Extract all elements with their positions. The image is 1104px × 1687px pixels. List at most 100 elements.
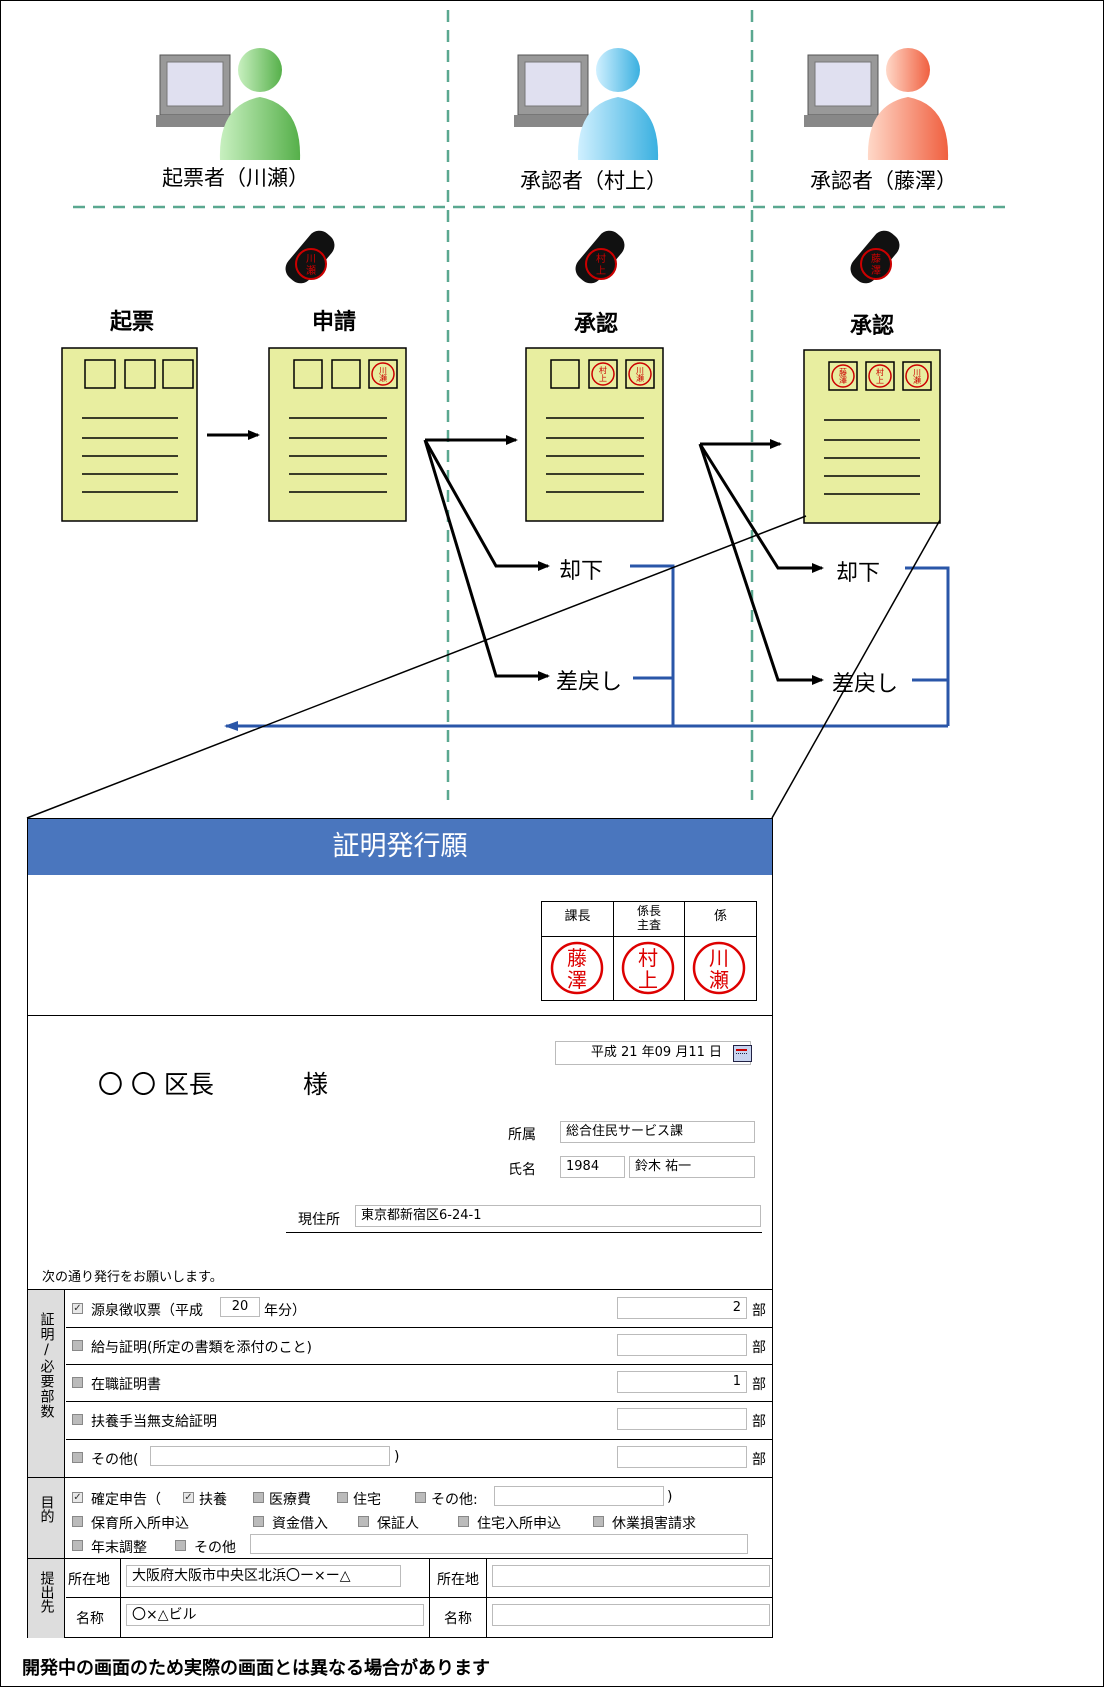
address-label: 現住所 bbox=[298, 1212, 340, 1228]
cert-checkbox-salary[interactable] bbox=[72, 1340, 83, 1351]
approval-table: 課長 係長 主査 係 藤澤 村上 川瀬 bbox=[541, 901, 757, 1001]
cert-unit-withholding: 部 bbox=[752, 1303, 766, 1319]
dest-name-field-2[interactable] bbox=[492, 1604, 770, 1626]
cert-count-other[interactable] bbox=[617, 1446, 747, 1468]
section-certs-label: 証明/必要部数 bbox=[28, 1290, 65, 1477]
svg-text:上: 上 bbox=[599, 374, 607, 383]
svg-text:村: 村 bbox=[596, 252, 606, 265]
purpose-checkbox-other1[interactable] bbox=[415, 1492, 426, 1503]
purpose-label-other2: その他 bbox=[194, 1540, 236, 1556]
svg-text:澤: 澤 bbox=[567, 968, 587, 992]
cert-checkbox-dependent[interactable] bbox=[72, 1414, 83, 1425]
calendar-icon[interactable] bbox=[733, 1045, 752, 1062]
purpose-checkbox-damage[interactable] bbox=[593, 1516, 604, 1527]
affiliation-field[interactable]: 総合住民サービス課 bbox=[560, 1121, 755, 1143]
purpose-other2-field[interactable] bbox=[250, 1534, 748, 1554]
approval-header-staff: 係 bbox=[713, 909, 727, 924]
cert-count-salary[interactable] bbox=[617, 1334, 747, 1356]
purpose-checkbox-medical[interactable] bbox=[253, 1492, 264, 1503]
svg-text:村: 村 bbox=[638, 946, 658, 970]
dest-name-field[interactable]: 〇×△ビル bbox=[126, 1604, 424, 1626]
certificate-request-form: 証明発行願 課長 係長 主査 係 藤澤 村上 川瀬 平成 21 年09 月1 bbox=[27, 818, 773, 1638]
document-application bbox=[268, 347, 407, 522]
purpose-label-nursery: 保育所入所申込 bbox=[91, 1516, 189, 1532]
cert-label-employment: 在職証明書 bbox=[91, 1377, 161, 1393]
purpose-label-housing: 住宅 bbox=[353, 1492, 381, 1508]
step-label-apply: 申請 bbox=[312, 310, 357, 335]
svg-text:川: 川 bbox=[379, 366, 387, 375]
purpose-close-paren: ) bbox=[667, 1489, 673, 1505]
purpose-checkbox-nursery[interactable] bbox=[72, 1516, 83, 1527]
cert-label-salary: 給与証明(所定の書類を添付のこと) bbox=[91, 1340, 312, 1356]
outcome-return-1: 差戻し bbox=[556, 670, 623, 695]
purpose-checkbox-guarantor[interactable] bbox=[358, 1516, 369, 1527]
role-label-kawase: 起票者（川瀬） bbox=[162, 166, 309, 190]
document-approval-2 bbox=[803, 349, 941, 524]
cert-label-other: その他( bbox=[91, 1452, 139, 1468]
cert-unit-dependent: 部 bbox=[752, 1414, 766, 1430]
cert-unit-other: 部 bbox=[752, 1452, 766, 1468]
dest-location-field[interactable]: 大阪府大阪市中央区北浜〇ー×ー△ bbox=[126, 1565, 401, 1587]
svg-text:瀬: 瀬 bbox=[636, 373, 644, 383]
purpose-checkbox-dependent[interactable]: ✓ bbox=[183, 1492, 194, 1503]
cert-label-other-close: ) bbox=[394, 1449, 400, 1465]
stamp-kawase-bottom: 瀬 bbox=[306, 265, 316, 277]
request-text: 次の通り発行をお願いします。 bbox=[42, 1270, 223, 1285]
svg-text:川: 川 bbox=[636, 366, 644, 375]
address-field[interactable]: 東京都新宿区6-24-1 bbox=[355, 1205, 761, 1227]
dest-location-field-2[interactable] bbox=[492, 1565, 770, 1587]
cert-checkbox-other[interactable] bbox=[72, 1452, 83, 1463]
cert-count-employment[interactable]: 1 bbox=[617, 1371, 747, 1393]
svg-text:村: 村 bbox=[599, 365, 607, 375]
cert-checkbox-employment[interactable] bbox=[72, 1377, 83, 1388]
cert-unit-salary: 部 bbox=[752, 1340, 766, 1356]
user-icon-kawase bbox=[156, 48, 301, 160]
cert-count-withholding[interactable]: 2 bbox=[617, 1297, 747, 1319]
purpose-label-damage: 休業損害請求 bbox=[612, 1516, 696, 1532]
purpose-checkbox-year-end[interactable] bbox=[72, 1540, 83, 1551]
form-title: 証明発行願 bbox=[28, 819, 772, 875]
name-label: 氏名 bbox=[508, 1162, 536, 1178]
purpose-label-other1: その他: bbox=[431, 1492, 478, 1508]
purpose-label-housing-entry: 住宅入所申込 bbox=[477, 1516, 561, 1532]
purpose-checkbox-tax-return[interactable]: ✓ bbox=[72, 1492, 83, 1503]
hanko-icon-fujisawa: 藤 澤 bbox=[850, 230, 900, 284]
purpose-other1-field[interactable] bbox=[494, 1486, 664, 1506]
date-field[interactable]: 平成 21 年09 月11 日 bbox=[555, 1041, 751, 1065]
name-id-field[interactable]: 1984 bbox=[560, 1156, 625, 1178]
svg-text:澤: 澤 bbox=[839, 375, 847, 385]
document-draft bbox=[61, 347, 198, 522]
dest-location-label: 所在地 bbox=[68, 1572, 110, 1588]
cert-year-field[interactable]: 20 bbox=[220, 1297, 260, 1317]
svg-text:上: 上 bbox=[596, 265, 606, 277]
stamp-kawase-top: 川 bbox=[306, 254, 316, 265]
purpose-checkbox-housing[interactable] bbox=[337, 1492, 348, 1503]
dest-name-label-2: 名称 bbox=[444, 1611, 472, 1627]
cert-other-field[interactable] bbox=[150, 1446, 390, 1466]
purpose-checkbox-loan[interactable] bbox=[253, 1516, 264, 1527]
svg-text:村: 村 bbox=[876, 367, 884, 377]
section-destination-label: 提出先 bbox=[28, 1559, 65, 1638]
purpose-label-guarantor: 保証人 bbox=[377, 1516, 419, 1532]
name-field[interactable]: 鈴木 祐一 bbox=[629, 1156, 755, 1178]
svg-text:澤: 澤 bbox=[871, 265, 881, 277]
approval-header-section-chief: 課長 bbox=[564, 909, 591, 924]
cert-label-withholding: 源泉徴収票（平成 bbox=[91, 1303, 203, 1319]
purpose-label-medical: 医療費 bbox=[269, 1492, 311, 1508]
hanko-icon-murakami: 村 上 bbox=[575, 230, 625, 284]
cert-checkbox-withholding[interactable]: ✓ bbox=[72, 1303, 83, 1314]
dest-location-label-2: 所在地 bbox=[437, 1572, 479, 1588]
purpose-label-loan: 資金借入 bbox=[272, 1516, 328, 1532]
approval-header-subsection-chief: 係長 主査 bbox=[636, 904, 661, 932]
user-icon-fujisawa bbox=[804, 48, 949, 160]
purpose-checkbox-housing-entry[interactable] bbox=[458, 1516, 469, 1527]
arrow-to-return-2 bbox=[698, 443, 824, 685]
svg-text:瀬: 瀬 bbox=[379, 373, 387, 383]
purpose-label-year-end: 年末調整 bbox=[91, 1540, 147, 1556]
outcome-reject-2: 却下 bbox=[836, 561, 881, 586]
arrow-to-return-1 bbox=[423, 439, 550, 681]
purpose-checkbox-other2[interactable] bbox=[175, 1540, 186, 1551]
cert-count-dependent[interactable] bbox=[617, 1408, 747, 1430]
svg-text:瀬: 瀬 bbox=[913, 375, 921, 385]
